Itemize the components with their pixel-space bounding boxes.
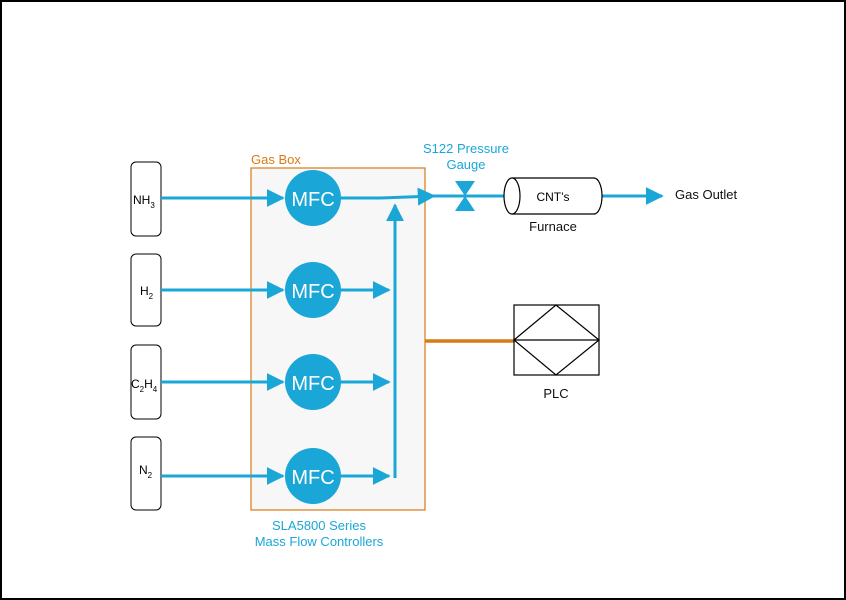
pressure-gauge-icon-top bbox=[455, 181, 475, 196]
furnace-label: Furnace bbox=[529, 219, 577, 234]
cylinder-n2 bbox=[130, 436, 162, 511]
pressure-gauge-label-line1: S122 Pressure bbox=[423, 141, 509, 156]
mfc-circle-1 bbox=[285, 170, 341, 226]
mfc-label-4: MFC bbox=[291, 467, 334, 489]
controllers-label-line2: Mass Flow Controllers bbox=[255, 534, 384, 549]
pressure-gauge-icon-bottom bbox=[455, 196, 475, 211]
gas-outlet-label: Gas Outlet bbox=[675, 187, 738, 202]
mfc-circle-2 bbox=[285, 262, 341, 318]
plc-icon bbox=[513, 304, 600, 376]
main-flow-line bbox=[379, 187, 436, 206]
mfc-circle-4 bbox=[285, 448, 341, 504]
mfc-label-1: MFC bbox=[291, 189, 334, 211]
cylinder-n2-label: N2 bbox=[139, 463, 153, 480]
gas-box-label: Gas Box bbox=[251, 152, 301, 167]
cylinder-nh3-label: NH3 bbox=[133, 193, 155, 210]
mfc-circle-3 bbox=[285, 354, 341, 410]
gas-box bbox=[250, 167, 426, 511]
cylinder-h2-label: H2 bbox=[140, 284, 154, 301]
furnace-tube bbox=[503, 177, 603, 215]
pressure-gauge-label-line2: Gauge bbox=[446, 157, 485, 172]
mfc-label-3: MFC bbox=[291, 373, 334, 395]
plc-label: PLC bbox=[543, 386, 568, 401]
controllers-label-line1: SLA5800 Series bbox=[272, 518, 366, 533]
mfc-label-2: MFC bbox=[291, 281, 334, 303]
furnace-tube-end bbox=[503, 177, 521, 215]
cylinder-c2h4-label: C2H4 bbox=[131, 377, 158, 394]
furnace-tube-label: CNT’s bbox=[536, 190, 569, 204]
mfc-group: MFC MFC MFC MFC bbox=[285, 170, 341, 504]
